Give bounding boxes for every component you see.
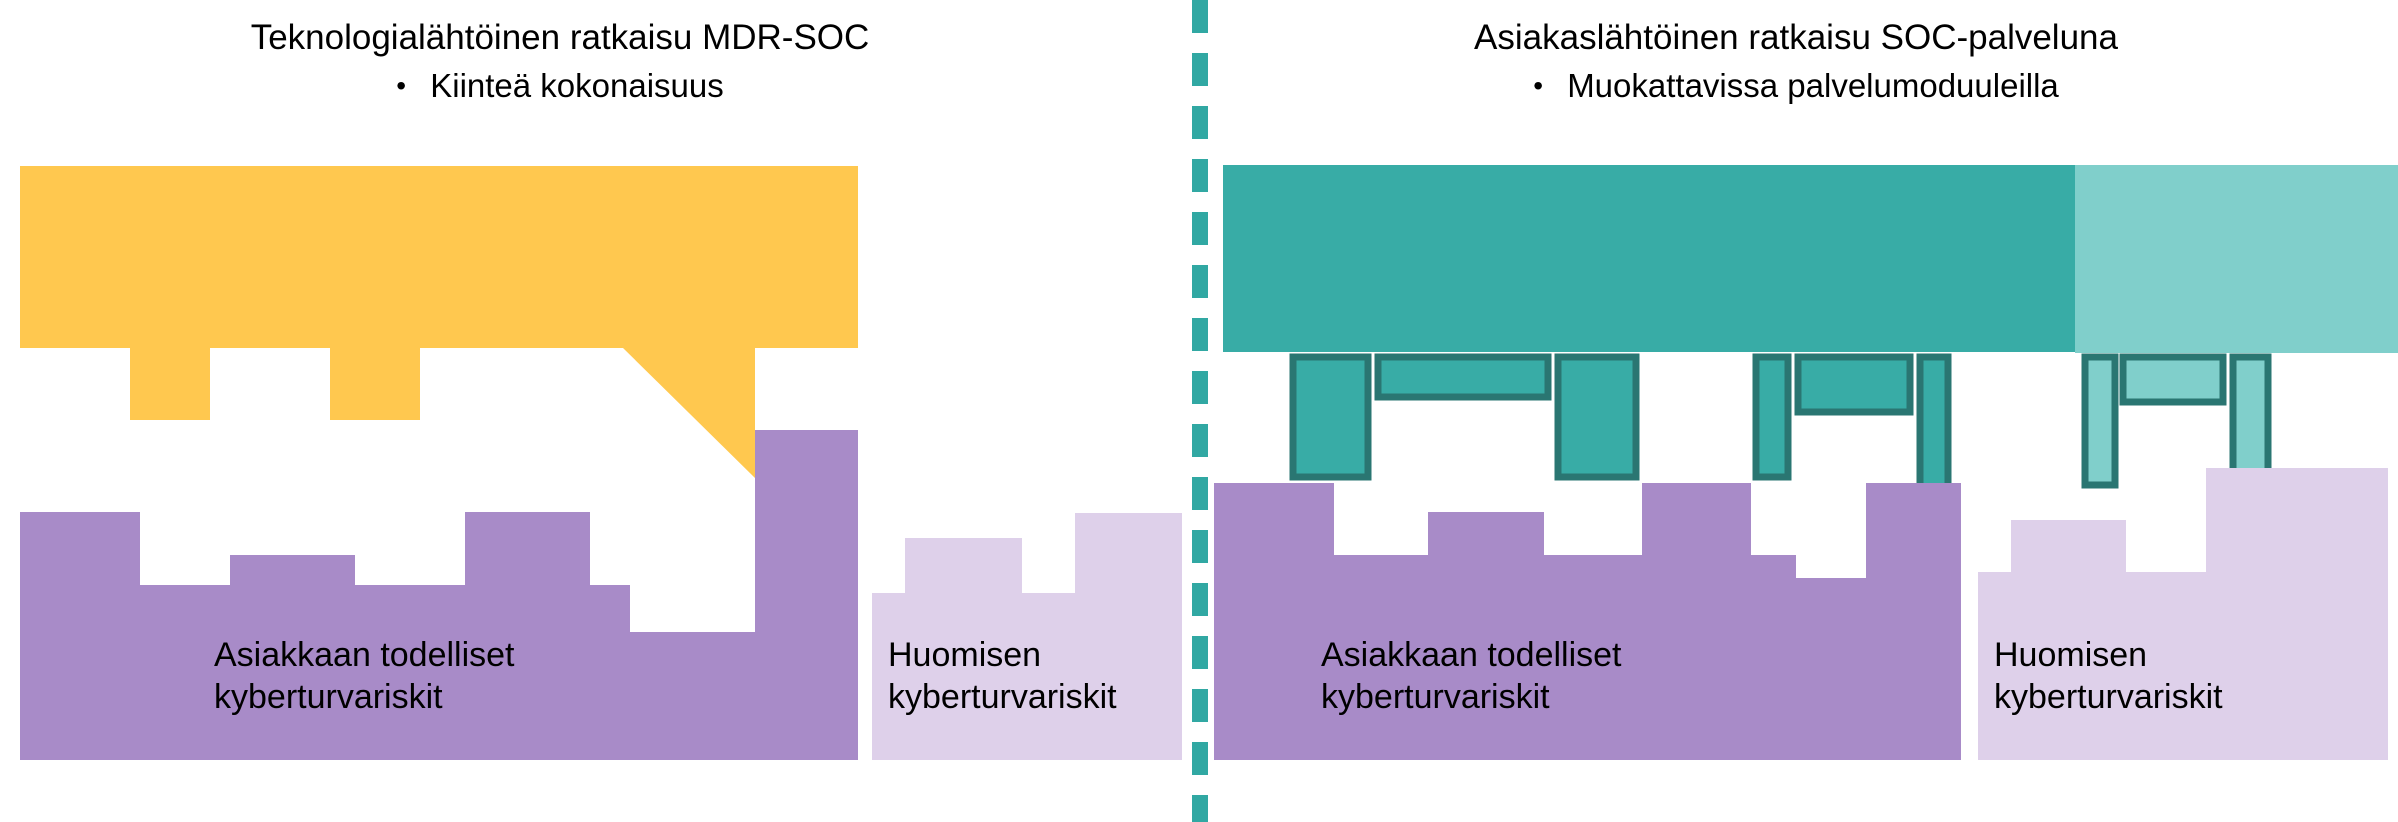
module-m8[interactable] bbox=[2119, 353, 2227, 406]
right-real-risks-block bbox=[1214, 483, 1961, 760]
right-future-risks-label: Huomisen kyberturvariskit bbox=[1994, 636, 2223, 716]
right-real-risks-label: Asiakkaan todelliset kyberturvariskit bbox=[1321, 636, 1622, 716]
left-bullet-row: • Kiinteä kokonaisuus bbox=[60, 64, 1060, 108]
left-real-risks-label: Asiakkaan todelliset kyberturvariskit bbox=[214, 636, 515, 716]
left-shapes bbox=[20, 166, 1182, 760]
right-shapes bbox=[1214, 165, 2398, 760]
left-heading: Teknologialähtöinen ratkaisu MDR-SOC • K… bbox=[60, 16, 1060, 108]
module-m7[interactable] bbox=[2081, 353, 2119, 489]
module-m2[interactable] bbox=[1374, 353, 1552, 401]
right-future-risks-block bbox=[1978, 468, 2388, 760]
module-m5[interactable] bbox=[1794, 353, 1914, 416]
right-bullet-text: Muokattavissa palvelumoduuleilla bbox=[1567, 67, 2059, 104]
right-panel: Asiakaslähtöinen ratkaisu SOC-palveluna … bbox=[1206, 0, 2398, 822]
bullet-icon: • bbox=[396, 70, 407, 101]
right-panel-title: Asiakaslähtöinen ratkaisu SOC-palveluna bbox=[1474, 18, 2118, 57]
left-panel: Teknologialähtöinen ratkaisu MDR-SOC • K… bbox=[0, 0, 1192, 822]
bullet-icon: • bbox=[1533, 70, 1543, 101]
left-future-risks-block bbox=[872, 513, 1182, 760]
left-future-risks-label: Huomisen kyberturvariskit bbox=[888, 636, 1117, 716]
right-solution-shape bbox=[1223, 165, 2337, 352]
right-bullet-row: • Muokattavissa palvelumoduuleilla bbox=[1266, 64, 2326, 108]
left-panel-title: Teknologialähtöinen ratkaisu MDR-SOC bbox=[250, 18, 870, 57]
panel-divider bbox=[1192, 0, 1208, 822]
module-m6[interactable] bbox=[1916, 353, 1952, 491]
module-m1[interactable] bbox=[1289, 353, 1372, 481]
module-m3[interactable] bbox=[1554, 353, 1640, 481]
left-bullet-text: Kiinteä kokonaisuus bbox=[430, 67, 724, 104]
right-optional-module-slab bbox=[2075, 165, 2398, 353]
left-solution-shape bbox=[20, 166, 858, 478]
module-m4[interactable] bbox=[1752, 353, 1792, 481]
right-heading: Asiakaslähtöinen ratkaisu SOC-palveluna … bbox=[1266, 16, 2326, 108]
left-real-risks-block bbox=[20, 430, 858, 760]
